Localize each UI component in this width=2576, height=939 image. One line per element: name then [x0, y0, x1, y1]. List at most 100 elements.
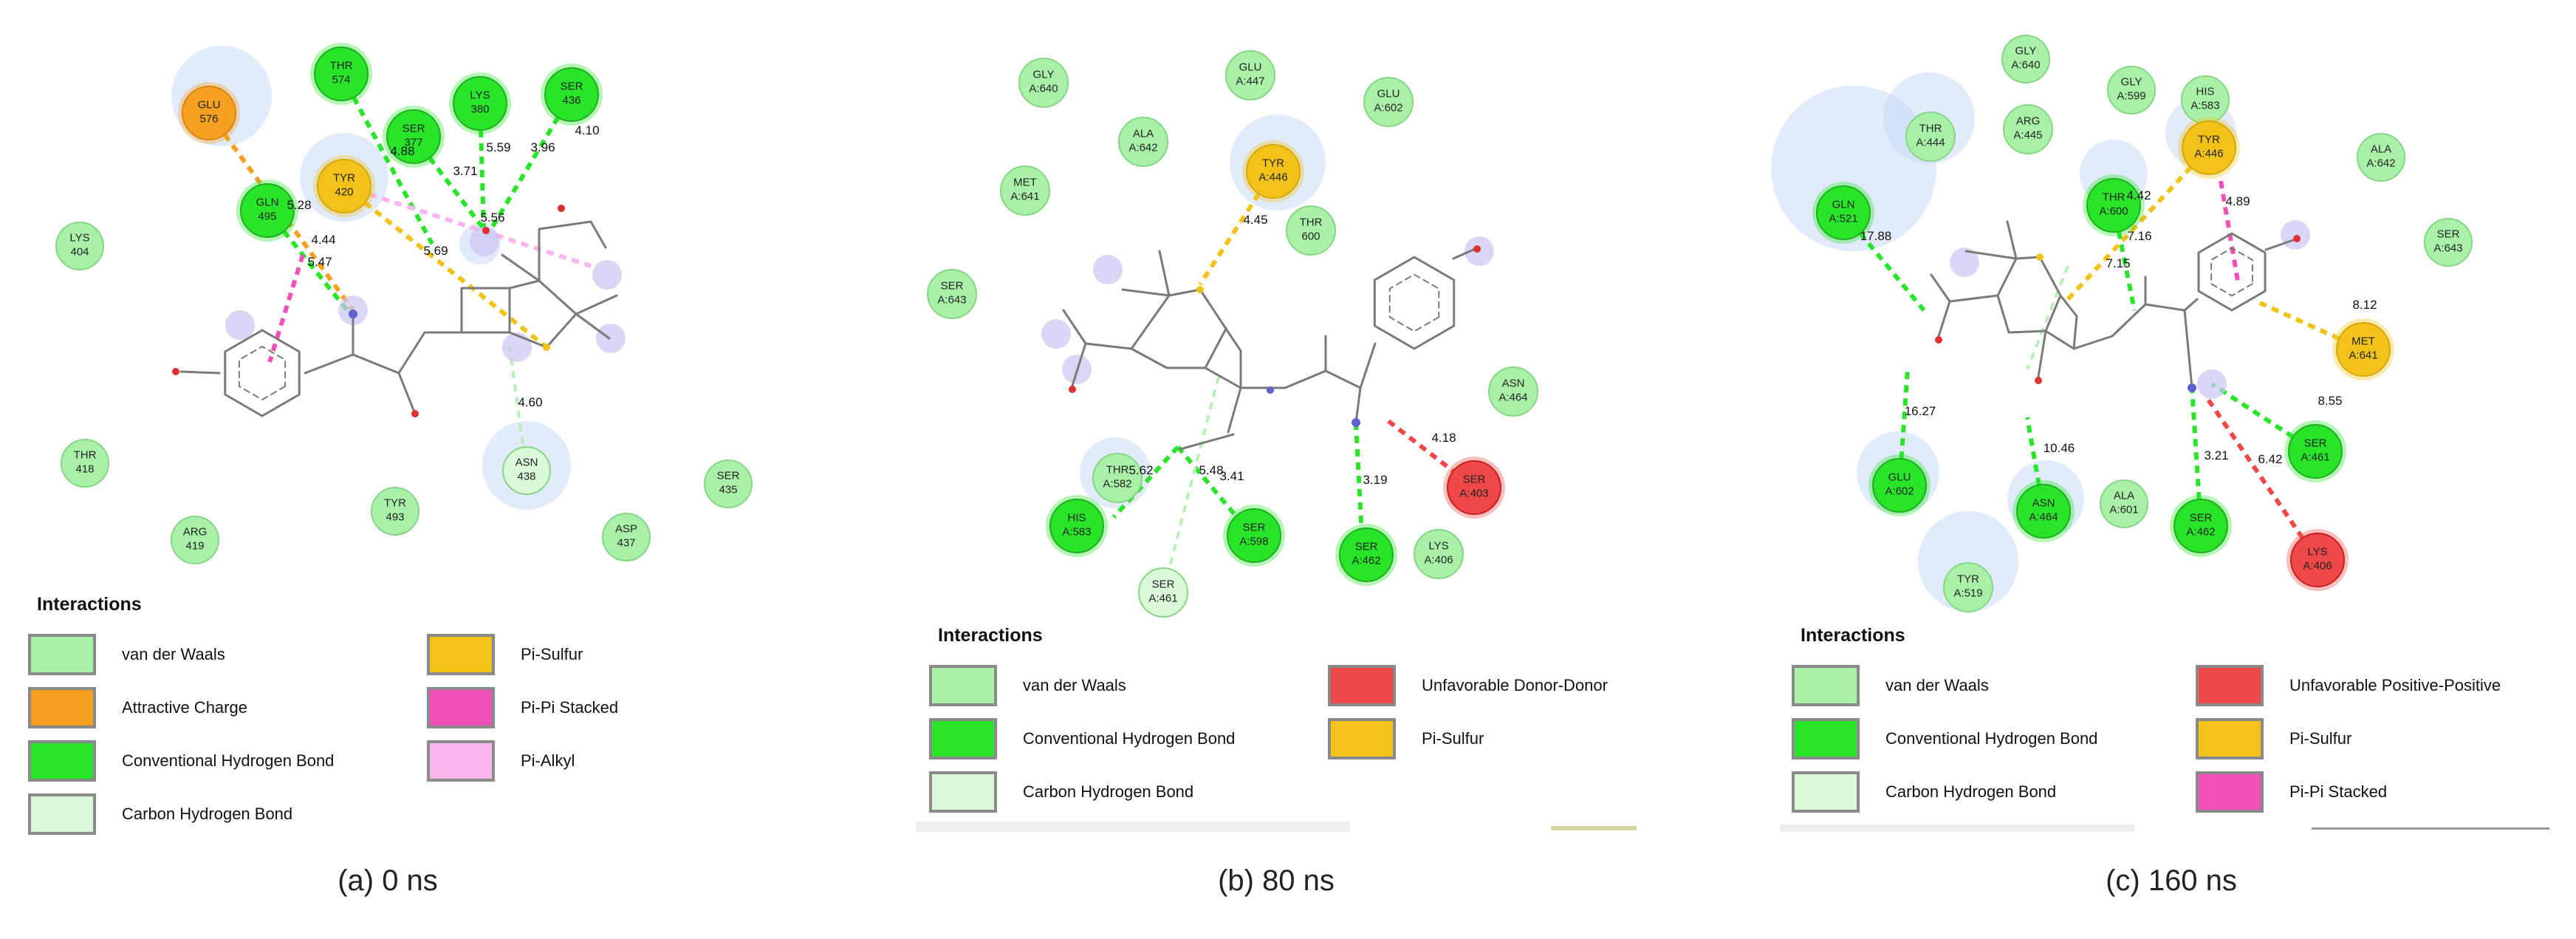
residue-circle — [1246, 144, 1301, 199]
residue-label: SER — [2437, 228, 2460, 241]
legend-swatch-charge — [28, 687, 96, 728]
residue-label: A:643 — [2433, 242, 2462, 255]
legend-label: Pi-Alkyl — [521, 751, 575, 770]
pi-center-marker — [2197, 369, 2227, 399]
residue-circle — [2288, 424, 2343, 479]
residue-circle — [1138, 567, 1188, 618]
caption-panel-b: (b) 80 ns — [1218, 864, 1335, 897]
residue-circle — [1488, 366, 1538, 417]
caption-panel-c: (c) 160 ns — [2106, 864, 2237, 897]
residue-circle — [1905, 112, 1956, 162]
ligand-amine — [2188, 383, 2196, 392]
ligand-chain-a — [304, 313, 426, 412]
residue-circle — [2086, 178, 2141, 233]
legend-label: van der Waals — [1023, 676, 1126, 694]
residue-label: A:642 — [2366, 157, 2395, 170]
legend-label: Conventional Hydrogen Bond — [122, 751, 334, 770]
legend-swatch-hbond — [28, 740, 96, 782]
legend-item: Unfavorable Positive-Positive — [2196, 665, 2501, 706]
interaction-line-unfav — [2205, 396, 2320, 561]
ligand-oxygen — [411, 410, 419, 417]
residue-circle — [1000, 165, 1050, 216]
residue-label: 418 — [75, 463, 94, 476]
distance-label: 6.42 — [2258, 452, 2282, 466]
pi-center-marker — [1041, 319, 1071, 349]
ligand-amide-c — [2072, 276, 2193, 389]
residue-label: GLU — [1888, 471, 1911, 484]
legend-title: Interactions — [37, 594, 142, 615]
residue-circle — [317, 159, 371, 214]
scrollbar-track — [916, 822, 1350, 832]
residue-label: ASN — [515, 457, 538, 469]
legend-item: Attractive Charge — [28, 687, 247, 728]
legend-label: Pi-Pi Stacked — [2289, 782, 2387, 801]
ligand-ring-inner-a — [238, 346, 287, 400]
legend-swatch-vdw — [1792, 665, 1860, 706]
legend-label: Pi-Sulfur — [521, 645, 583, 663]
residue-label: GLN — [256, 197, 279, 209]
residue-label: SER — [1463, 474, 1486, 486]
residue-circle — [1816, 185, 1871, 240]
residue-label: LYS — [2307, 546, 2327, 559]
residue-label: GLY — [2121, 76, 2142, 89]
pi-center-marker — [502, 332, 532, 362]
ligand-methyls-b — [1121, 250, 1171, 297]
ligand-ring-inner-c — [2210, 247, 2253, 297]
ligand-oxygen — [558, 205, 565, 212]
legend-swatch-pialkyl — [427, 740, 495, 782]
distance-label: 4.42 — [2126, 188, 2151, 202]
residue-circle — [386, 109, 441, 164]
interaction-line-hbond — [1111, 445, 1180, 519]
residue-label: 377 — [404, 137, 422, 149]
distance-label: 5.59 — [486, 140, 510, 154]
pi-center-marker — [225, 310, 255, 340]
distance-label: 4.89 — [2225, 194, 2250, 208]
residue-circle — [2174, 499, 2228, 553]
ligand — [1062, 245, 1481, 451]
residue-label: A:406 — [2303, 560, 2332, 573]
residue-label: THR — [1300, 216, 1323, 229]
residue-label: A:600 — [2099, 205, 2128, 218]
residue-circle — [1414, 529, 1464, 579]
legend-item: Conventional Hydrogen Bond — [929, 718, 1235, 759]
residue-label: A:602 — [1374, 102, 1402, 115]
scrollbar-track — [1780, 824, 2134, 832]
legend-label: Pi-Pi Stacked — [521, 698, 618, 717]
residue-circle — [1286, 205, 1336, 256]
residue-label: ARG — [2016, 115, 2041, 128]
distance-label: 8.55 — [2318, 394, 2342, 408]
ligand — [172, 205, 618, 417]
ligand-methyls-a — [575, 294, 618, 340]
residue-label: TYR — [1262, 157, 1284, 170]
distance-label: 16.27 — [1905, 404, 1936, 418]
distance-label: 4.60 — [518, 395, 542, 409]
residue-circle — [371, 487, 419, 536]
ligand-sulfur — [1196, 286, 1204, 293]
residue-label: HIS — [1067, 512, 1086, 525]
residue-circle — [314, 47, 369, 101]
pi-center-marker — [596, 324, 626, 353]
residue-label: 495 — [258, 211, 276, 223]
interaction-line-pisulfur — [1198, 170, 1275, 286]
ligand-oxygen — [2035, 377, 2042, 384]
